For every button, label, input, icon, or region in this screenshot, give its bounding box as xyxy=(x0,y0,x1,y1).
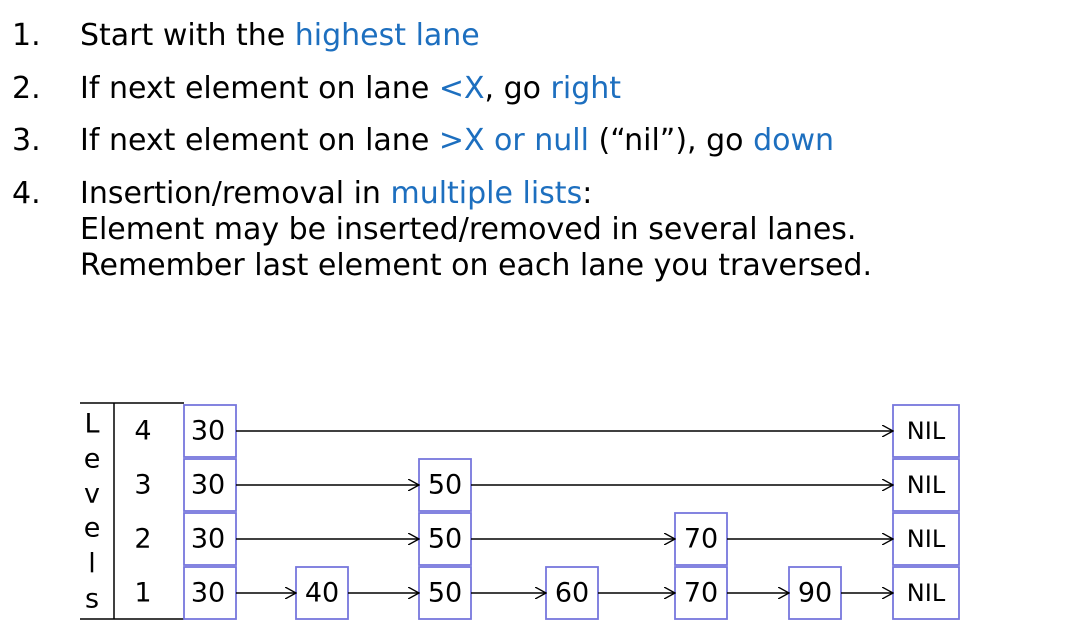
head-node xyxy=(183,512,237,566)
step-text: Insertion/removal in multiple lists:Elem… xyxy=(80,176,872,284)
list-node-value: 60 xyxy=(555,578,589,609)
highlighted-term: <X xyxy=(438,71,485,106)
step-text: If next element on lane <X, go right xyxy=(80,71,621,107)
head-node-value: 30 xyxy=(191,524,225,555)
level-number: 2 xyxy=(134,524,151,555)
step-text-segment: , go xyxy=(484,71,551,106)
step-number: 4. xyxy=(12,176,41,211)
levels-axis-letter: e xyxy=(84,444,101,475)
step-text: If next element on lane >X or null (“nil… xyxy=(80,123,834,159)
list-node-value: 50 xyxy=(428,524,462,555)
step-text-segment: Insertion/removal in xyxy=(80,176,391,211)
list-node-value: 90 xyxy=(798,578,832,609)
highlighted-term: highest lane xyxy=(294,18,480,53)
head-node-value: 30 xyxy=(191,416,225,447)
step-text-segment: Element may be inserted/removed in sever… xyxy=(80,212,857,247)
level-number: 4 xyxy=(134,416,151,447)
level-number: 3 xyxy=(134,470,151,501)
nil-node xyxy=(892,458,960,512)
list-node-value: 50 xyxy=(428,470,462,501)
step-number: 2. xyxy=(12,71,41,106)
step-text: Start with the highest lane xyxy=(80,18,480,54)
step-number: 1. xyxy=(12,18,41,53)
head-node-value: 30 xyxy=(191,470,225,501)
step-text-segment: Start with the xyxy=(80,18,295,53)
nil-node xyxy=(892,566,960,620)
nil-node-label: NIL xyxy=(907,525,946,553)
step-text-segment: : xyxy=(582,176,593,211)
levels-axis-letter: e xyxy=(84,513,101,544)
list-node xyxy=(418,512,472,566)
step-line: Start with the highest lane xyxy=(80,18,480,54)
highlighted-term: right xyxy=(550,71,622,106)
list-node-value: 40 xyxy=(305,578,339,609)
highlighted-term: down xyxy=(753,123,835,158)
head-node xyxy=(183,566,237,620)
list-node-value: 70 xyxy=(684,578,718,609)
nil-node-label: NIL xyxy=(907,417,946,445)
nil-node-label: NIL xyxy=(907,471,946,499)
level-number: 1 xyxy=(134,578,151,609)
step-number: 3. xyxy=(12,123,41,158)
head-node-value: 30 xyxy=(191,578,225,609)
step-text-segment: Remember last element on each lane you t… xyxy=(80,248,872,283)
list-node-value: 50 xyxy=(428,578,462,609)
head-node xyxy=(183,404,237,458)
levels-axis-letter: L xyxy=(84,409,99,440)
levels-axis-letter: s xyxy=(85,584,99,615)
step-line: If next element on lane <X, go right xyxy=(80,71,621,107)
highlighted-term: multiple lists xyxy=(390,176,583,211)
step-line: Remember last element on each lane you t… xyxy=(80,248,872,284)
list-node-value: 70 xyxy=(684,524,718,555)
levels-axis-letter: l xyxy=(88,549,96,580)
list-node xyxy=(418,566,472,620)
list-node xyxy=(674,566,728,620)
step-line: Insertion/removal in multiple lists: xyxy=(80,176,872,212)
step-text-segment: (“nil”), go xyxy=(588,123,754,158)
list-node xyxy=(788,566,842,620)
head-node xyxy=(183,458,237,512)
levels-axis-letter: v xyxy=(84,479,100,510)
highlighted-term: >X or null xyxy=(438,123,589,158)
nil-node xyxy=(892,512,960,566)
step-text-segment: If next element on lane xyxy=(80,71,439,106)
step-line: Element may be inserted/removed in sever… xyxy=(80,212,872,248)
step-text-segment: If next element on lane xyxy=(80,123,439,158)
nil-node-label: NIL xyxy=(907,579,946,607)
step-line: If next element on lane >X or null (“nil… xyxy=(80,123,834,159)
